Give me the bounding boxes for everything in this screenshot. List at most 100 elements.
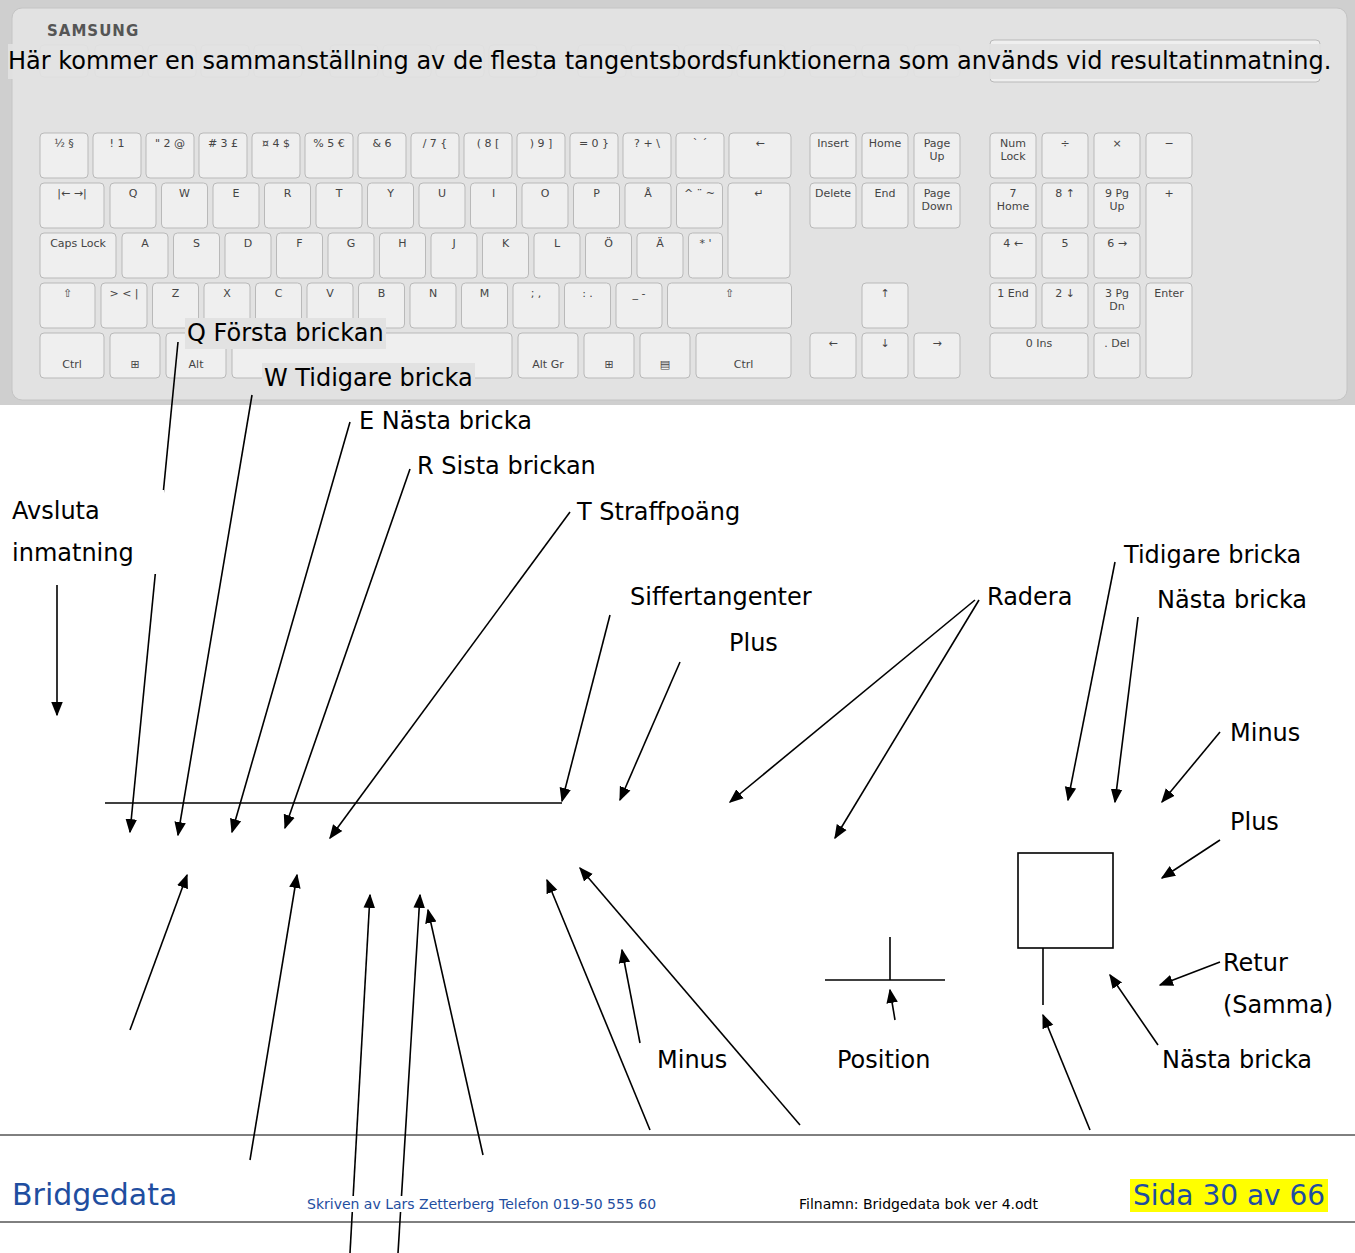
key-cap <box>316 183 362 228</box>
key-legend: & 6 <box>360 138 404 151</box>
key-cap <box>914 333 960 378</box>
key-cap <box>1042 283 1088 328</box>
key-legend: ( 8 [ <box>466 138 510 151</box>
key-cap <box>40 333 104 378</box>
key-legend: R <box>267 188 309 201</box>
key-legend: 2 ↓ <box>1044 288 1086 301</box>
key-cap <box>1042 233 1088 278</box>
key-cap <box>565 283 611 328</box>
key-cap <box>810 183 856 228</box>
key-cap <box>729 133 791 178</box>
key-cap <box>862 183 908 228</box>
footer-author: Skriven av Lars Zetterberg Telefon 019-5… <box>305 1196 658 1212</box>
leader-arrow <box>285 469 410 828</box>
key-cap <box>162 183 208 228</box>
key-legend: ) 9 ] <box>519 138 563 151</box>
leader-arrow <box>250 875 297 1160</box>
leader-arrow <box>1160 962 1220 985</box>
key-cap <box>584 333 634 378</box>
key-legend: Page Up <box>916 138 958 163</box>
key-legend: 1 End <box>992 288 1034 301</box>
key-cap <box>40 183 104 228</box>
key-legend: 9 Pg Up <box>1096 188 1138 213</box>
leader-arrow <box>1110 975 1158 1045</box>
key-cap <box>513 283 559 328</box>
key-cap <box>174 233 220 278</box>
key-cap <box>277 233 323 278</box>
leader-arrow <box>1162 732 1220 802</box>
key-cap <box>570 133 618 178</box>
key-legend: T <box>318 188 360 201</box>
key-legend: ↑ <box>864 288 906 301</box>
key-legend: 0 Ins <box>992 338 1086 351</box>
key-cap <box>1094 283 1140 328</box>
key-cap <box>1146 133 1192 178</box>
key-cap <box>410 283 456 328</box>
key-cap <box>676 133 724 178</box>
key-cap <box>689 233 723 278</box>
key-cap <box>213 183 259 228</box>
key-cap <box>677 183 723 228</box>
key-legend: Delete <box>812 188 854 201</box>
key-legend: ⇧ <box>42 288 93 301</box>
leader-arrow <box>580 868 800 1125</box>
callout-text: Plus <box>727 628 780 659</box>
key-cap <box>990 133 1036 178</box>
key-cap <box>517 133 565 178</box>
key-cap <box>522 183 568 228</box>
key-cap <box>862 283 908 328</box>
leader-arrow <box>330 512 570 838</box>
key-cap <box>40 133 88 178</box>
leader-arrow <box>178 395 252 835</box>
key-cap <box>471 183 517 228</box>
leader-arrow <box>130 875 187 1030</box>
photo-ground <box>0 0 1355 405</box>
key-legend: Ö <box>588 238 630 251</box>
key-cap <box>1146 283 1192 378</box>
key-legend: Å <box>627 188 669 201</box>
key-legend: ; , <box>515 288 557 301</box>
key-cap <box>462 283 508 328</box>
leader-arrow <box>1043 1015 1090 1130</box>
callout-text: Minus <box>655 1045 729 1076</box>
key-legend: × <box>1096 138 1138 151</box>
callout-text: Avsluta inmatning <box>10 490 164 574</box>
leader-arrow <box>622 950 640 1043</box>
key-legend: . Del <box>1096 338 1138 351</box>
footer-filename: Filnamn: Bridgedata bok ver 4.odt <box>797 1196 1040 1212</box>
callout-text: Plus <box>1228 807 1281 838</box>
leader-arrow <box>620 662 680 800</box>
key-legend: + <box>1148 188 1190 201</box>
leader-arrow <box>56 585 58 715</box>
key-cap <box>40 283 95 328</box>
key-legend: 3 Pg Dn <box>1096 288 1138 313</box>
key-cap <box>586 233 632 278</box>
key-legend: V <box>309 288 351 301</box>
key-legend: Ä <box>639 238 681 251</box>
key-legend: End <box>864 188 906 201</box>
footer-rule <box>0 1135 1355 1136</box>
key-legend: Ctrl <box>42 359 102 372</box>
key-legend: H <box>382 238 424 251</box>
key-legend: Enter <box>1148 288 1190 301</box>
key-legend: J <box>433 238 475 251</box>
key-legend: ↵ <box>730 188 788 201</box>
key-cap <box>265 183 311 228</box>
leader-arrow <box>835 600 979 838</box>
key-legend: 4 ← <box>992 238 1034 251</box>
key-legend: W <box>164 188 206 201</box>
key-legend: * ' <box>691 238 721 251</box>
key-legend: O <box>524 188 566 201</box>
key-legend: X <box>206 288 248 301</box>
key-legend: N <box>412 288 454 301</box>
key-cap <box>225 233 271 278</box>
key-cap <box>990 233 1036 278</box>
key-cap <box>1094 233 1140 278</box>
key-legend: Insert <box>812 138 854 151</box>
key-group <box>40 40 1320 378</box>
key-legend: ¤ 4 $ <box>254 138 298 151</box>
key-legend: I <box>473 188 515 201</box>
key-cap <box>623 133 671 178</box>
key-cap <box>914 133 960 178</box>
key-cap <box>358 133 406 178</box>
